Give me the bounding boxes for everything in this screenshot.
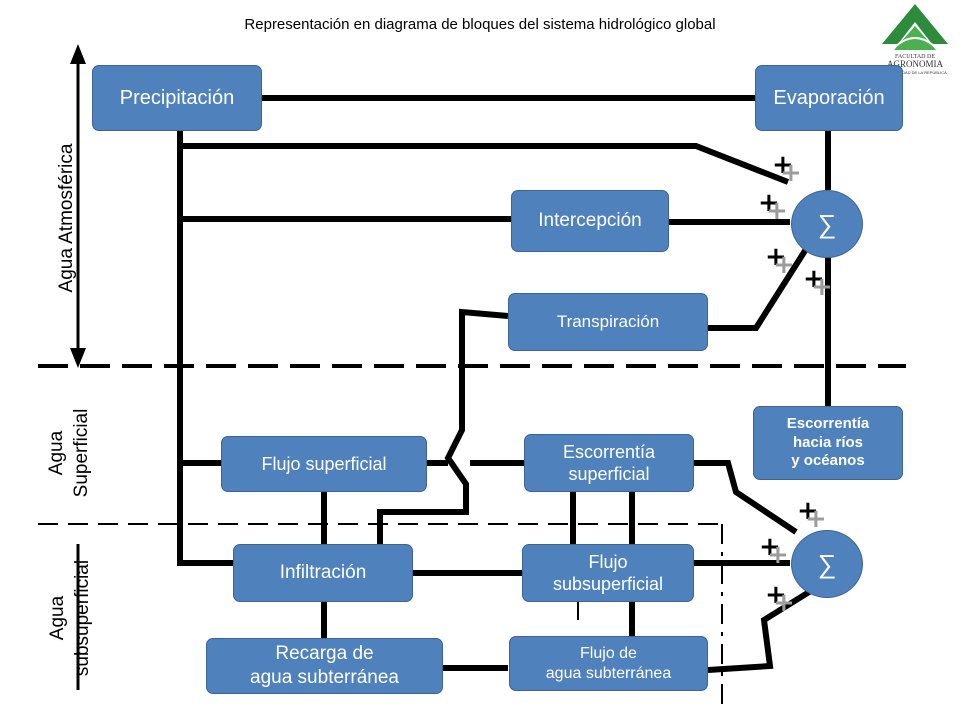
box-intercepcion: Intercepción: [511, 190, 669, 252]
logo-line1: FACULTAD DE: [895, 54, 935, 60]
line-transp-sum1: [708, 244, 811, 331]
box-flujo-subterranea: Flujo de agua subterránea: [509, 636, 708, 691]
line-subt-sum2: [707, 581, 824, 673]
faculty-logo: FACULTAD DE AGRONOMIA UNIVERSIDAD DE LA …: [882, 4, 948, 75]
zone-label-atmosferica: Agua Atmosférica: [56, 143, 77, 293]
box-flujo-subsuperficial: Flujo subsuperficial: [522, 544, 694, 602]
logo-line2: AGRONOMIA: [887, 59, 944, 69]
box-precipitacion: Precipitación: [92, 65, 262, 131]
atmosphere-arrow-head-top: [70, 44, 86, 64]
box-recarga: Recarga de agua subterránea: [206, 638, 443, 694]
line-transp-path: [377, 308, 509, 548]
box-flujo-superficial: Flujo superficial: [221, 436, 427, 492]
line-precip-trunk: [177, 130, 234, 566]
atmosphere-arrow-head-bottom: [70, 348, 86, 368]
box-escorrentia-rios: Escorrentía hacia ríos y océanos: [753, 406, 903, 480]
box-escorrentia-superficial: Escorrentía superficial: [524, 434, 694, 492]
logo-line3: UNIVERSIDAD DE LA REPÚBLICA: [883, 70, 947, 75]
sum-node-surface: ∑: [791, 530, 863, 598]
line-escsup-sum2: [694, 460, 798, 535]
line-trunk-sum1: [180, 143, 790, 185]
box-evaporacion: Evaporación: [755, 65, 903, 131]
zone-label-superficial: Agua Superficial: [46, 408, 92, 498]
sum-node-atmospheric: ∑: [791, 190, 863, 258]
box-infiltracion: Infiltración: [233, 544, 413, 602]
page-title: Representación en diagrama de bloques de…: [244, 16, 716, 33]
box-transpiracion: Transpiración: [508, 293, 708, 351]
zone-label-subsuperficial: Agua subsuperficial: [47, 559, 93, 677]
